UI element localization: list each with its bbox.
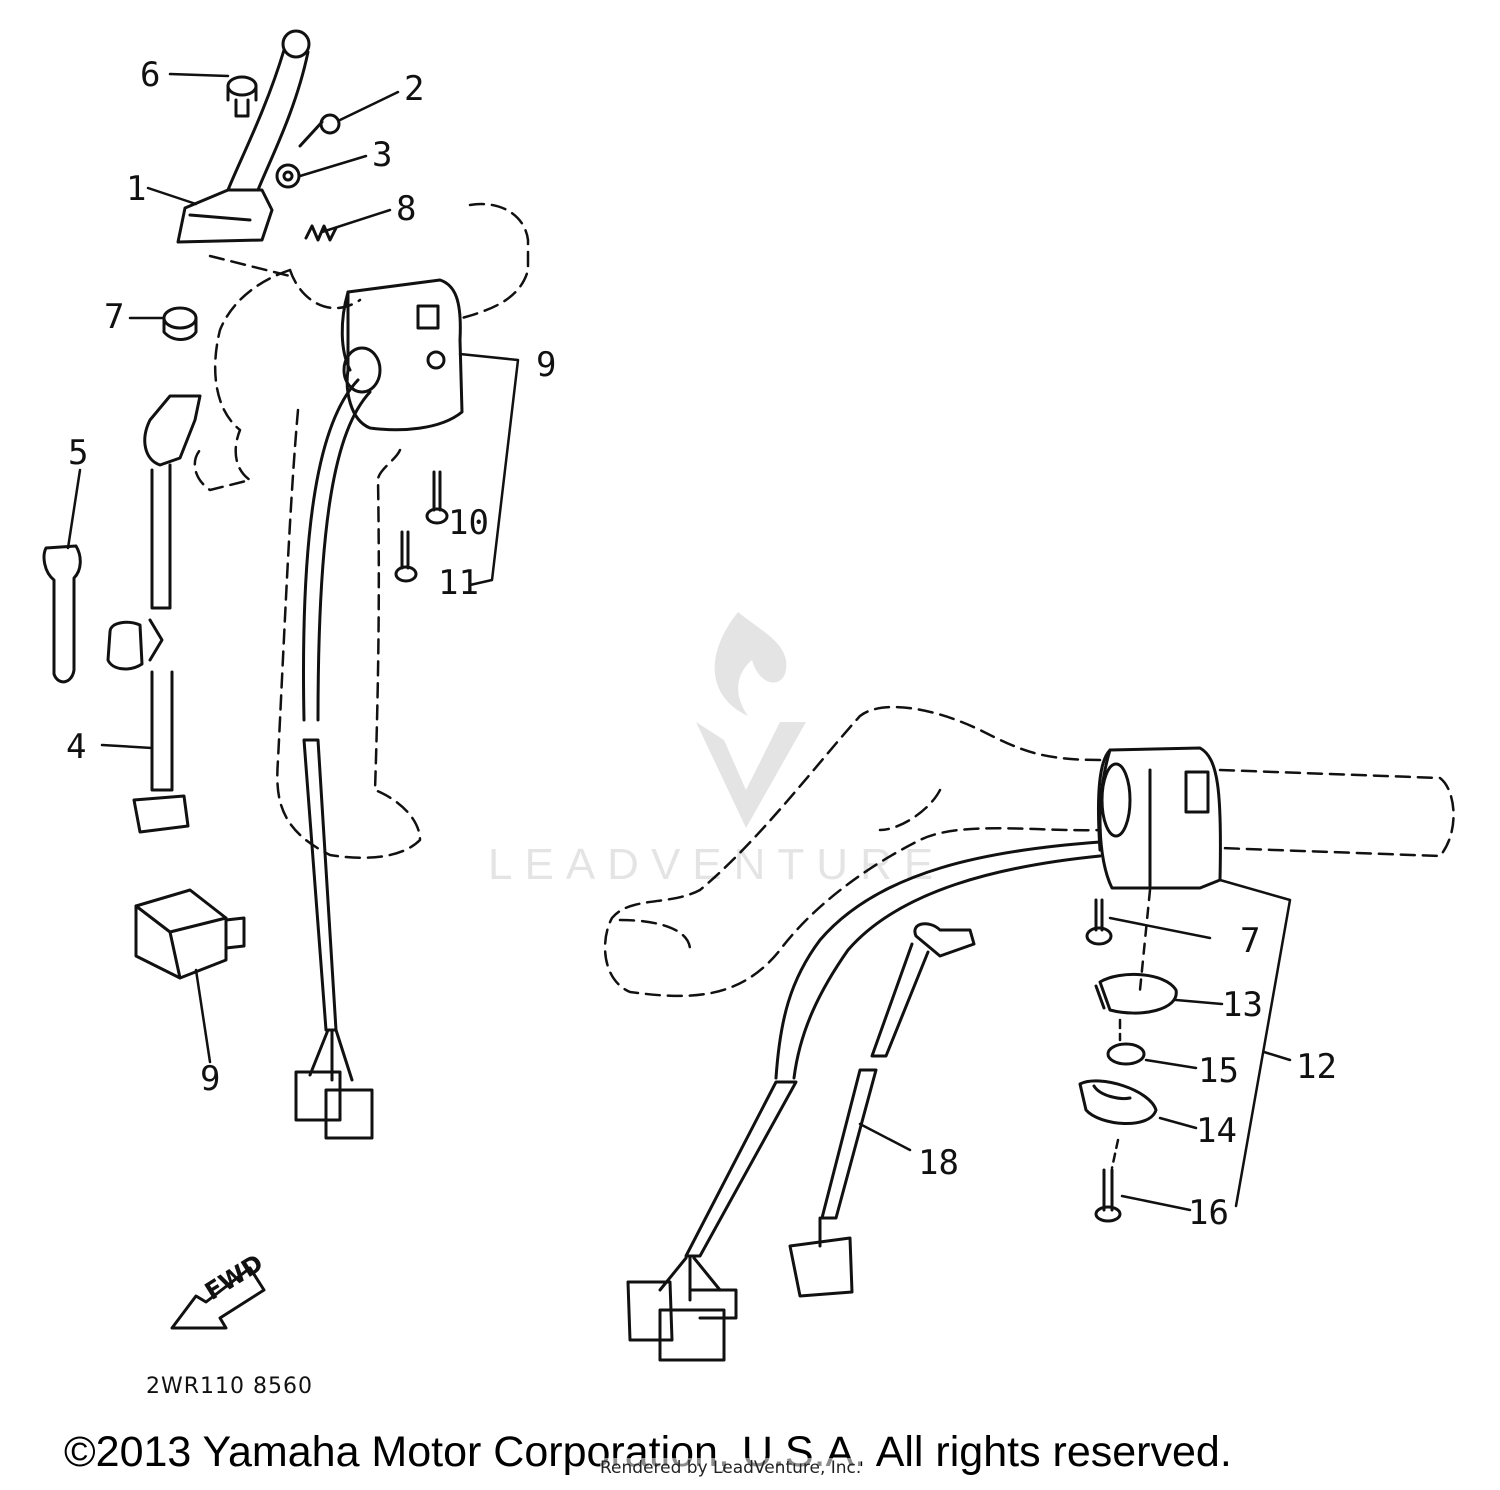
left-switch-harness — [294, 378, 374, 1140]
callout-10: 10 — [448, 503, 489, 543]
adjuster-bolt — [226, 75, 258, 118]
key-5 — [42, 544, 82, 684]
diagram-code: 2WR110 8560 — [146, 1374, 314, 1399]
switch-lead-18 — [788, 922, 976, 1298]
callout-3: 3 — [372, 135, 393, 175]
callout-12: 12 — [1296, 1047, 1337, 1087]
washer-15 — [1106, 1042, 1146, 1066]
nut-3 — [275, 163, 301, 189]
callout-9-relay: 9 — [200, 1059, 221, 1099]
plate-14 — [1078, 1079, 1158, 1125]
callout-16: 16 — [1188, 1193, 1229, 1233]
right-switch-housing — [1096, 746, 1222, 890]
fwd-arrow-shape — [170, 1266, 266, 1330]
right-handlebar-dashed-outline — [603, 705, 1455, 998]
bolt-2 — [298, 113, 341, 148]
watermark-text: LEADVENTURE — [488, 840, 946, 889]
callout-18: 18 — [918, 1143, 959, 1183]
right-switch-harness — [626, 840, 1102, 1362]
spring-8 — [304, 224, 338, 242]
rendered-by-credit: Rendered by LeadVenture, Inc. — [600, 1458, 862, 1478]
callout-4: 4 — [66, 727, 87, 767]
leader-lines-right — [858, 878, 1292, 1212]
callout-7-right: 7 — [1240, 921, 1261, 961]
callout-8: 8 — [396, 189, 417, 229]
callout-9: 9 — [536, 345, 557, 385]
callout-14: 14 — [1196, 1111, 1237, 1151]
relay-9 — [134, 888, 246, 980]
screw-11 — [394, 530, 418, 583]
screw-10 — [425, 470, 449, 525]
switch-lead-4 — [106, 394, 202, 834]
left-handlebar-dashed-outline — [193, 202, 530, 859]
leader-lines-left — [66, 72, 520, 1064]
grommet-7 — [162, 306, 198, 341]
callout-1: 1 — [126, 169, 147, 209]
callout-7: 7 — [104, 297, 125, 337]
screw-16 — [1094, 1168, 1122, 1223]
callout-5: 5 — [68, 433, 89, 473]
left-switch-housing — [340, 278, 464, 432]
callout-15: 15 — [1198, 1051, 1239, 1091]
screw-7-right — [1085, 898, 1113, 946]
callout-11: 11 — [438, 563, 479, 603]
cap-13 — [1094, 972, 1178, 1015]
brake-lever — [176, 29, 311, 244]
callout-6: 6 — [140, 55, 161, 95]
callout-13: 13 — [1222, 985, 1263, 1025]
callout-2: 2 — [404, 69, 425, 109]
